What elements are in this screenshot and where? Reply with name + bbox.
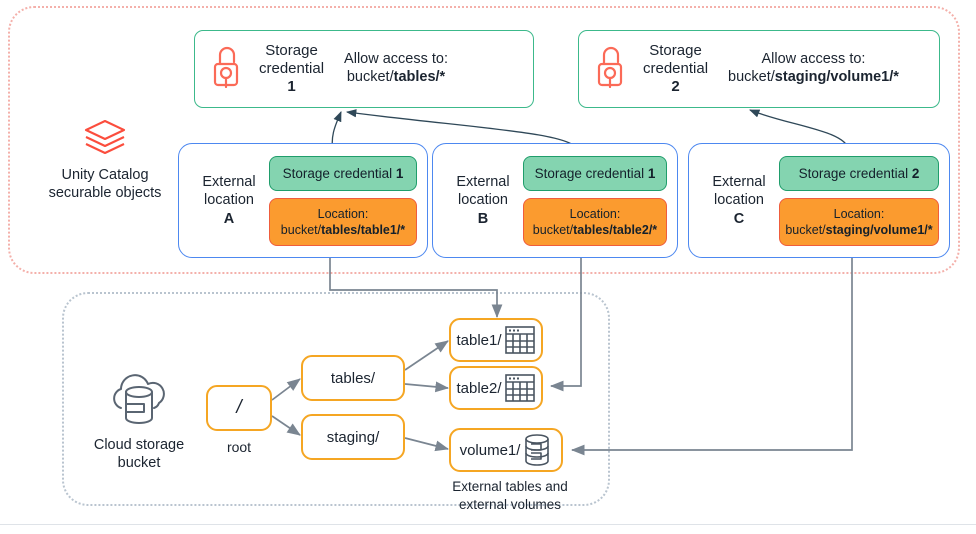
bucket-node-tables[interactable]: tables/ [301,355,405,401]
bucket-node-table1[interactable]: table1/ [449,318,543,362]
wire-extloc-c-to-volume1 [570,258,853,456]
credential-1-number: 1 [287,78,296,96]
extloc-b-letter: B [477,210,489,227]
external-location-a-stack: Storage credential 1 Location: bucket/ta… [269,155,417,246]
storage-credential-2-allow: Allow access to: bucket/staging/volume1/… [728,51,899,87]
cloud-storage-caption-line2: bucket [117,455,161,472]
extloc-a-line2: location [204,192,254,209]
extloc-a-credential-prefix: Storage credential [282,165,396,181]
credential-2-allow-label: Allow access to: [761,51,866,68]
bucket-node-table2[interactable]: table2/ [449,366,543,410]
credential-1-title-line2: credential [259,59,325,77]
extloc-a-location-label: Location: [317,206,369,221]
extloc-a-location-bold: tables/table1/* [321,222,406,237]
external-tables-volumes-caption: External tables and external volumes [420,478,600,513]
external-location-b-stack: Storage credential 1 Location: bucket/ta… [523,155,667,246]
extloc-c-line2: location [714,192,764,209]
extloc-b-line2: location [458,192,508,209]
extloc-a-line1: External [202,174,256,191]
open-padlock-icon [595,46,629,93]
extloc-b-line1: External [456,174,510,191]
storage-credential-2-title: Storage credential 2 [643,42,708,97]
databricks-layers-icon [84,119,126,155]
extloc-a-location-prefix: bucket/ [280,222,322,237]
extloc-b-location-prefix: bucket/ [532,222,574,237]
bucket-node-staging-label: staging/ [326,428,380,446]
credential-2-allow-bold: staging/volume1/* [774,69,899,85]
bottom-divider [0,524,976,525]
storage-credential-1-allow: Allow access to: bucket/tables/* [344,51,448,87]
credential-2-title-line2: credential [643,59,709,77]
cloud-storage-side-caption: Cloud storage bucket [64,370,214,473]
bucket-node-volume1[interactable]: volume1/ [449,428,563,472]
leaf-caption-line2: external volumes [458,496,562,512]
bucket-node-tables-label: tables/ [330,369,376,387]
extloc-b-credential-number: 1 [647,165,656,181]
table-grid-icon [504,326,535,354]
external-location-b-label: External location B [445,173,521,227]
extloc-c-credential-number: 2 [911,165,920,181]
external-location-c-label: External location C [701,173,777,227]
unity-catalog-caption-line1: Unity Catalog [61,166,149,183]
bucket-node-root-sublabel: root [226,439,252,455]
credential-2-allow-prefix: bucket/ [728,69,775,85]
external-location-c-stack: Storage credential 2 Location: bucket/st… [779,155,939,246]
bucket-node-staging[interactable]: staging/ [301,414,405,460]
bucket-node-volume1-label: volume1/ [459,441,521,459]
credential-1-allow-bold: tables/* [393,69,446,85]
credential-1-allow-prefix: bucket/ [346,69,394,85]
extloc-c-credential-prefix: Storage credential [798,165,912,181]
extloc-c-credential-chip[interactable]: Storage credential 2 [779,155,939,191]
external-location-card-b[interactable]: External location B Storage credential 1… [432,143,678,258]
extloc-b-credential-chip[interactable]: Storage credential 1 [523,155,667,191]
extloc-a-credential-chip[interactable]: Storage credential 1 [269,155,417,191]
storage-credential-card-1[interactable]: Storage credential 1 Allow access to: bu… [194,30,534,108]
extloc-c-location-chip[interactable]: Location: bucket/staging/volume1/* [779,197,939,246]
bucket-node-root[interactable]: / [206,385,272,431]
credential-1-title-line1: Storage [265,41,318,59]
storage-credential-card-2[interactable]: Storage credential 2 Allow access to: bu… [578,30,940,108]
storage-credential-1-title: Storage credential 1 [259,42,324,97]
extloc-b-location-chip[interactable]: Location: bucket/tables/table2/* [523,197,667,246]
external-location-card-a[interactable]: External location A Storage credential 1… [178,143,428,258]
volume-cylinder-icon [525,434,550,466]
extloc-c-line1: External [712,174,766,191]
extloc-c-location-bold: staging/volume1/* [825,222,933,237]
unity-catalog-caption-line2: securable objects [48,185,162,202]
bucket-node-table2-label: table2/ [456,379,502,397]
open-padlock-icon [211,46,245,93]
external-location-a-label: External location A [191,173,267,227]
extloc-a-credential-number: 1 [395,165,404,181]
extloc-b-location-label: Location: [569,206,621,221]
unity-catalog-side-caption: Unity Catalog securable objects [32,118,178,203]
extloc-a-letter: A [223,210,235,227]
extloc-b-location-bold: tables/table2/* [573,222,658,237]
credential-2-number: 2 [671,78,680,96]
extloc-b-credential-prefix: Storage credential [534,165,648,181]
table-grid-icon [504,374,535,402]
bucket-node-root-label: / [236,397,242,418]
credential-1-allow-label: Allow access to: [344,51,449,68]
cloud-database-icon [113,374,165,424]
credential-2-title-line1: Storage [649,41,702,59]
extloc-a-location-chip[interactable]: Location: bucket/tables/table1/* [269,197,417,246]
external-location-card-c[interactable]: External location C Storage credential 2… [688,143,950,258]
extloc-c-location-label: Location: [833,206,885,221]
cloud-storage-caption-line1: Cloud storage [93,436,185,453]
leaf-caption-line1: External tables and [452,479,568,494]
extloc-c-location-prefix: bucket/ [785,222,826,237]
extloc-c-letter: C [733,210,745,227]
bucket-node-table1-label: table1/ [456,331,502,349]
